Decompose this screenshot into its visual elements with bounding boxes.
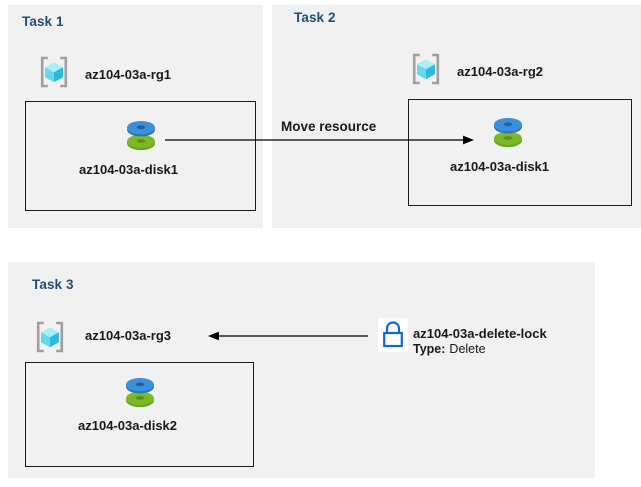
managed-disk-icon [124, 116, 158, 154]
move-resource-label: Move resource [281, 119, 377, 134]
resource-group-icon [37, 55, 71, 89]
move-resource-arrow [165, 135, 474, 145]
lock-name-label: az104-03a-delete-lock [413, 326, 547, 341]
resource-label-disk2-task3: az104-03a-disk2 [78, 418, 178, 433]
managed-disk-icon [123, 373, 157, 411]
panel-title-task-2: Task 2 [294, 10, 336, 25]
resource-group-label-rg3: az104-03a-rg3 [85, 328, 171, 343]
resource-label-disk1-task2: az104-03a-disk1 [450, 159, 550, 174]
lock-association-arrow [208, 331, 368, 341]
resource-group-label-rg1: az104-03a-rg1 [85, 67, 171, 82]
panel-title-task-3: Task 3 [32, 277, 74, 292]
resource-group-icon [409, 52, 443, 86]
resource-group-label-rg2: az104-03a-rg2 [457, 64, 543, 79]
resource-box-task-1 [25, 101, 256, 211]
panel-title-task-1: Task 1 [22, 14, 64, 29]
resource-label-disk1-task1: az104-03a-disk1 [79, 162, 179, 177]
resource-box-task-2 [408, 99, 632, 206]
resource-group-icon [33, 320, 67, 354]
managed-disk-icon [491, 113, 525, 151]
lock-type-key: Type: [413, 342, 446, 356]
lock-type-row: Type:Delete [413, 342, 486, 356]
lock-type-value: Delete [449, 342, 486, 356]
lock-icon [378, 318, 408, 352]
